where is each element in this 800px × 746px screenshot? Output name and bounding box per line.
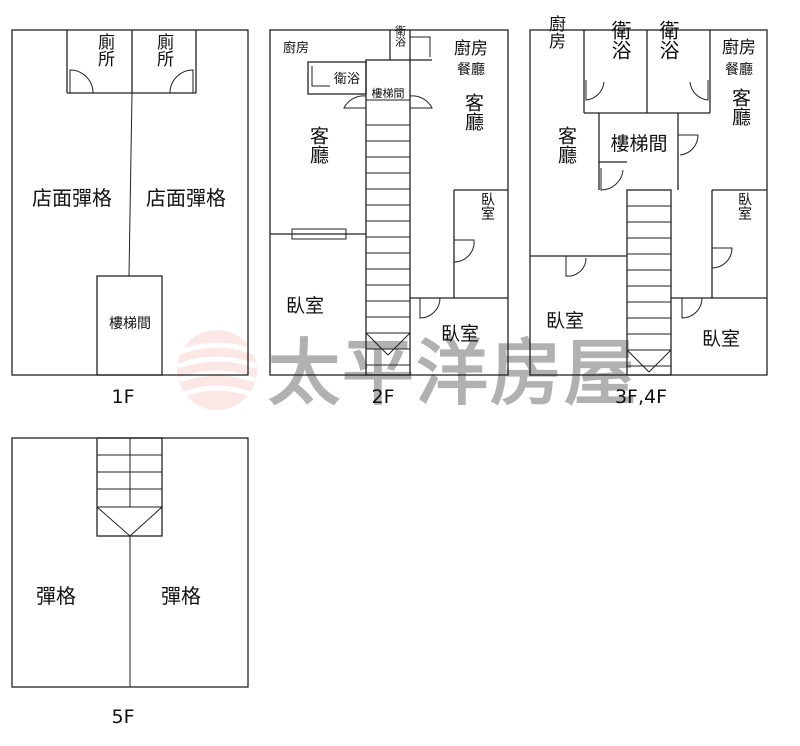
floor-label: 2F [371, 386, 394, 408]
door-icon [600, 168, 624, 191]
floor-5f: 彈格 彈格 5F [11, 437, 249, 728]
room-label: 衛浴 [656, 20, 680, 60]
room-label: 衛浴 [608, 20, 632, 60]
floor-label: 5F [111, 706, 134, 728]
floor-3f-4f: 廚房 衛浴 衛浴 廚房 餐廳 樓梯間 客廳 客廳 臥室 臥室 臥室 3F,4F [529, 14, 768, 408]
stair-treads-5f [96, 438, 163, 537]
room-label: 樓梯間 [610, 133, 667, 155]
room-label: 彈格 [161, 584, 201, 608]
door-icon [343, 95, 367, 109]
door-icon [681, 297, 703, 319]
door-icon [169, 69, 194, 94]
room-label: 餐廳 [457, 61, 485, 78]
door-icon [565, 256, 587, 277]
door-icon [419, 297, 441, 319]
room-label: 廚房 [722, 37, 756, 58]
room-label: 樓梯間 [109, 316, 151, 332]
room-label: 臥室 [479, 192, 495, 220]
door-icon [69, 69, 94, 94]
room-label: 客廳 [555, 126, 577, 164]
room-label: 衛浴 [394, 25, 407, 48]
room-label: 衛浴 [334, 72, 360, 87]
room-label: 廚房 [283, 40, 309, 56]
stair-treads-2f [365, 124, 411, 366]
door-icon [311, 66, 330, 87]
room-label: 廚房 [545, 14, 566, 50]
room-label: 廁所 [153, 32, 174, 67]
watermark-text: 太平洋房屋 [268, 330, 638, 415]
floor-label: 3F,4F [615, 386, 667, 408]
room-label: 臥室 [441, 323, 479, 345]
door-icon [585, 80, 605, 101]
room-label: 餐廳 [725, 61, 753, 78]
room-label: 店面彈格 [146, 186, 226, 210]
floor-label: 1F [111, 386, 134, 408]
room-label: 臥室 [736, 192, 752, 220]
brand-logo-icon [177, 330, 257, 410]
door-icon [409, 95, 433, 109]
room-label: 廚房 [454, 38, 488, 59]
stair-treads-3f [626, 205, 672, 373]
room-label: 客廳 [462, 93, 484, 131]
room-label: 臥室 [702, 328, 740, 350]
room-label: 樓梯間 [372, 86, 405, 100]
room-label: 臥室 [546, 310, 584, 332]
door-icon [453, 239, 475, 263]
watermark: 太平洋房屋 [177, 330, 638, 415]
room-label: 客廳 [729, 88, 751, 126]
room-label: 店面彈格 [32, 186, 112, 210]
room-label: 客廳 [307, 126, 329, 164]
room-label: 臥室 [286, 295, 324, 317]
room-label: 彈格 [36, 584, 76, 608]
room-label: 廁所 [94, 32, 115, 67]
door-icon [711, 247, 733, 269]
floor-1f: 廁所 廁所 店面彈格 店面彈格 樓梯間 1F [11, 29, 249, 408]
floor-2f: 廚房 衛浴 衛浴 樓梯間 廚房 餐廳 客廳 客廳 臥室 臥室 臥室 2F [269, 25, 509, 408]
door-icon [410, 36, 431, 57]
door-icon [678, 134, 699, 156]
door-icon [689, 80, 709, 101]
